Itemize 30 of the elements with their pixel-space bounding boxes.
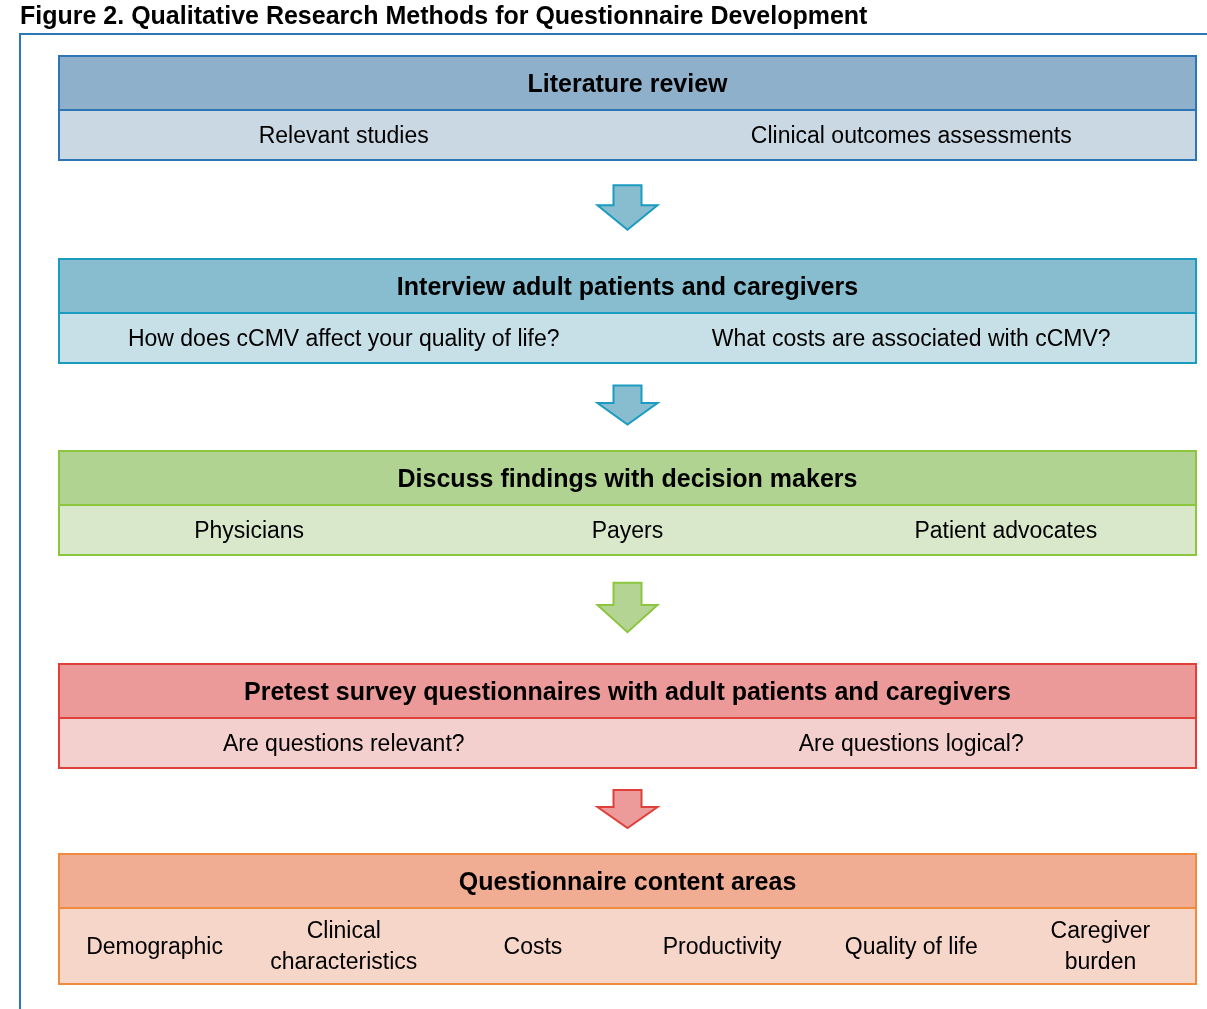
process-box bbox=[58, 663, 1197, 769]
step-item: Demographic bbox=[86, 932, 223, 959]
process-box bbox=[58, 450, 1197, 556]
step-item: Are questions relevant? bbox=[222, 729, 465, 756]
step-item: Caregiver burden bbox=[1050, 917, 1151, 974]
step-item: Relevant studies bbox=[258, 121, 429, 148]
step-item: Are questions logical? bbox=[798, 729, 1024, 756]
step-item: Clinical characteristics bbox=[270, 917, 418, 974]
step-heading: Interview adult patients and caregivers bbox=[396, 271, 859, 301]
step-heading: Discuss findings with decision makers bbox=[397, 463, 858, 493]
step-item: Quality of life bbox=[844, 932, 978, 959]
block-arrow bbox=[594, 581, 661, 634]
step-item: What costs are associated with cCMV? bbox=[711, 324, 1111, 351]
block-arrow bbox=[594, 384, 661, 426]
step-item: How does cCMV affect your quality of life? bbox=[127, 324, 560, 351]
step-item: Payers bbox=[591, 516, 664, 543]
step-heading: Questionnaire content areas bbox=[458, 866, 797, 896]
figure-title: Figure 2. Qualitative Research Methods for Questionnaire Development bbox=[20, 0, 868, 30]
process-box bbox=[58, 258, 1197, 364]
block-arrow bbox=[594, 789, 661, 830]
block-arrow bbox=[594, 184, 661, 232]
process-box bbox=[58, 55, 1197, 161]
step-heading: Literature review bbox=[527, 68, 728, 98]
step-item: Physicians bbox=[194, 516, 305, 543]
step-item: Clinical outcomes assessments bbox=[750, 121, 1072, 148]
step-item: Costs bbox=[503, 932, 563, 959]
process-box bbox=[58, 853, 1197, 985]
step-heading: Pretest survey questionnaires with adult patients and caregivers bbox=[244, 676, 1011, 706]
step-item: Patient advocates bbox=[914, 516, 1098, 543]
step-item: Productivity bbox=[662, 932, 782, 959]
